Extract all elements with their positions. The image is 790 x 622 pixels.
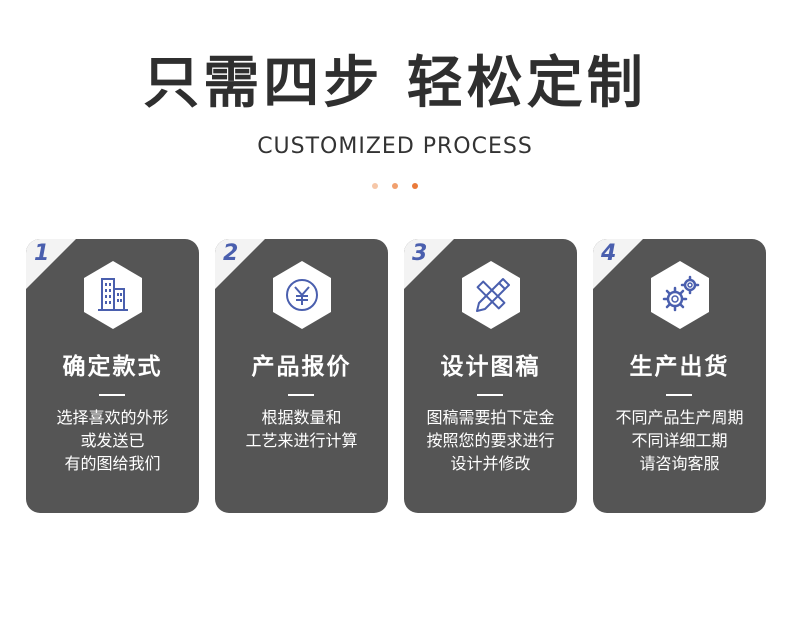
yen-coin-icon xyxy=(273,261,331,329)
desc-line: 根据数量和 xyxy=(261,408,342,427)
desc-line: 选择喜欢的外形 xyxy=(56,408,169,427)
card-corner xyxy=(26,239,76,289)
desc-line: 或发送已 xyxy=(80,431,145,450)
step-card-1: 1 确定款式 选择喜欢的外形 或发送已 有的图给我们 xyxy=(26,239,199,513)
desc-line: 按照您的要求进行 xyxy=(426,431,555,450)
desc-line: 不同产品生产周期 xyxy=(615,408,744,427)
card-corner xyxy=(215,239,265,289)
step-description: 根据数量和 工艺来进行计算 xyxy=(221,406,382,452)
step-description: 不同产品生产周期 不同详细工期 请咨询客服 xyxy=(599,406,760,475)
step-card-3: 3 设计图稿 图稿需要拍下定金 按照您的要求进行 设计并修改 xyxy=(404,239,577,513)
building-icon xyxy=(84,261,142,329)
pencil-ruler-icon xyxy=(462,261,520,329)
desc-line: 请咨询客服 xyxy=(639,454,720,473)
title-divider xyxy=(477,394,503,396)
desc-line: 图稿需要拍下定金 xyxy=(426,408,555,427)
desc-line: 不同详细工期 xyxy=(631,431,728,450)
page-subtitle: CUSTOMIZED PROCESS xyxy=(257,134,533,159)
step-number: 3 xyxy=(412,241,428,266)
step-description: 图稿需要拍下定金 按照您的要求进行 设计并修改 xyxy=(410,406,571,475)
step-title: 产品报价 xyxy=(251,354,352,380)
desc-line: 有的图给我们 xyxy=(64,454,161,473)
gears-icon xyxy=(651,261,709,329)
step-card-4: 4 生产出货 不同产品生产周期 不同详细工期 请咨询客服 xyxy=(593,239,766,513)
decorative-dots xyxy=(0,183,790,189)
card-corner xyxy=(593,239,643,289)
step-number: 1 xyxy=(34,241,50,266)
desc-line: 设计并修改 xyxy=(450,454,531,473)
dot-2 xyxy=(392,183,398,189)
title-divider xyxy=(666,394,692,396)
step-card-2: 2 产品报价 根据数量和 工艺来进行计算 xyxy=(215,239,388,513)
step-number: 2 xyxy=(223,241,239,266)
title-divider xyxy=(99,394,125,396)
step-title: 设计图稿 xyxy=(440,354,541,380)
dot-3 xyxy=(412,183,418,189)
card-corner xyxy=(404,239,454,289)
step-title: 确定款式 xyxy=(62,354,163,380)
title-divider xyxy=(288,394,314,396)
page-title: 只需四步 轻松定制 xyxy=(143,51,647,116)
step-title: 生产出货 xyxy=(629,354,730,380)
desc-line: 工艺来进行计算 xyxy=(245,431,358,450)
step-number: 4 xyxy=(601,241,617,266)
dot-1 xyxy=(372,183,378,189)
step-description: 选择喜欢的外形 或发送已 有的图给我们 xyxy=(32,406,193,475)
steps-row: 1 确定款式 选择喜欢的外形 或发送已 有的图给我们 xyxy=(26,239,766,513)
